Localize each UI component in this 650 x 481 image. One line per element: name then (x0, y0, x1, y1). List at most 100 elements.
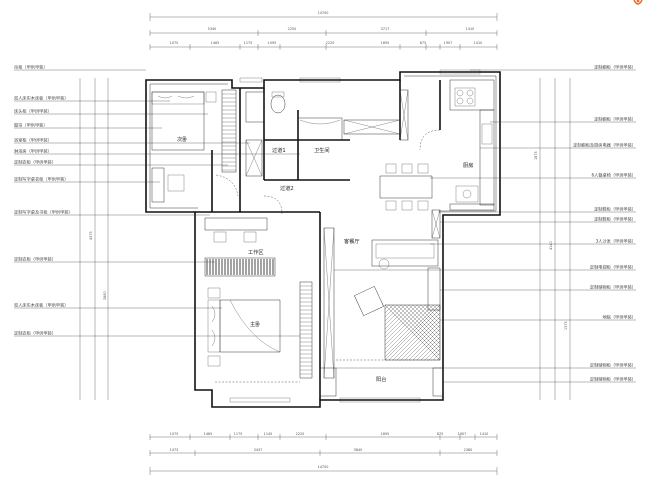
bathroom-vanity (245, 91, 265, 123)
dining-shoe-cabinet (431, 209, 441, 239)
annotation-left-label: 窗帘（甲供甲装） (14, 122, 48, 129)
dim-top-row3-2: 1465 (211, 41, 220, 45)
annotation-right-label: 6人餐桌椅（甲供甲装） (591, 172, 636, 179)
bathroom-cabinet (245, 139, 263, 177)
dim-top-row3-6: 1695 (381, 41, 390, 45)
second-bedroom: 次卧 (151, 89, 239, 203)
annotation-right-label: 定制储物柜（甲供甲装） (590, 284, 636, 291)
room-label-corridor: 过道2 (280, 184, 294, 192)
second-bedroom-nightstand (205, 91, 217, 103)
corridor-cabinet-vertical (399, 89, 409, 141)
annotation-right-label: 定制储物柜（甲供甲装） (590, 362, 636, 369)
annotation-right-label: 定制橱柜及厨房电器（甲供甲装） (573, 142, 636, 149)
dim-bottom-row1-6: 1695 (381, 432, 390, 436)
annotation-left-label: 定制衣柜（甲供甲装） (14, 159, 56, 166)
room-label-master-bedroom: 主卧 (250, 320, 260, 328)
dim-bottom-row1-4: 1145 (264, 432, 273, 436)
room-label-kitchen: 厨房 (463, 161, 473, 169)
dim-bottom-total: 14700 (318, 465, 329, 469)
annotation-left-label: 定制写字桌衣柜（甲供甲装） (14, 176, 68, 183)
annotation-left-label: 双人床实木床板（甲供甲装） (14, 302, 68, 309)
dim-bottom-row2-2: 3437 (254, 448, 263, 452)
bathroom-shower (297, 117, 343, 141)
second-bedroom-desk (151, 167, 165, 203)
dim-top-row2-3: 3717 (381, 27, 390, 31)
dim-top-row3-8: 1907 (444, 41, 453, 45)
dim-top-row3-9: 1410 (474, 41, 483, 45)
bathroom: 卫生间 过道1 (245, 91, 343, 177)
bathroom-toilet (270, 94, 286, 114)
balcony-storage-right (432, 367, 444, 397)
dim-top-row2-1: 5340 (208, 27, 217, 31)
living-tv-cabinet (323, 227, 335, 379)
living-room: 客餐厅 (323, 227, 441, 379)
dim-bottom-row1-7: 875 (437, 432, 443, 436)
living-sofa (371, 239, 439, 267)
annotation-right-label: 地毯（甲供甲装） (602, 314, 636, 321)
master-nightstand-top (207, 287, 221, 299)
dining-table (379, 175, 433, 199)
annotation-left-label: 吊柜（甲供甲装） (14, 64, 48, 71)
brand-logo-icon (633, 0, 643, 5)
dim-bottom-row1-2: 1465 (204, 432, 213, 436)
annotation-right-label: 定制橱柜（甲供甲装） (594, 116, 636, 123)
dim-right-vertical-2: 4140 (549, 241, 553, 250)
study-desk (204, 217, 268, 231)
dim-top-row3-5: 2220 (326, 41, 335, 45)
dim-left-vertical-2: 2880 (103, 291, 107, 300)
annotation-right-label: 定制电视柜（甲供甲装） (590, 264, 636, 271)
master-nightstand-bottom (207, 355, 221, 367)
dim-bottom-row1-9: 1410 (480, 432, 489, 436)
right-annotations: 定制橱柜（甲供甲装） 定制橱柜（甲供甲装） 定制橱柜及厨房电器（甲供甲装） 6人餐桌椅… (334, 64, 636, 383)
living-armchair (354, 286, 384, 316)
dim-top-row3-3: 1175 (244, 41, 253, 45)
exterior-walls (145, 69, 501, 408)
study-bookshelf (204, 257, 276, 277)
kitchen-counter-top (449, 79, 495, 111)
left-annotations: 吊柜（甲供甲装）双人床实木床板（甲供甲装）床头柜（甲供甲装）窗帘（甲供甲装）浴室… (14, 64, 300, 337)
annotation-left-label: 定制写字桌及书柜（甲供甲装） (14, 209, 73, 216)
room-label-hallway: 过道1 (272, 146, 286, 154)
dim-bottom-row1-3: 1175 (234, 432, 243, 436)
study-area: 工作区 (204, 217, 276, 277)
kitchen: 厨房 (419, 79, 495, 211)
living-storage-cabinet (427, 267, 441, 311)
annotation-right-label: 3人沙发（甲供甲装） (596, 238, 636, 245)
annotation-right-label: 定制鞋柜（甲供甲装） (594, 216, 636, 223)
room-label-balcony: 阳台 (376, 375, 386, 383)
dim-bottom-row2-4: 2380 (464, 448, 473, 452)
bottom-dimension-chains: 1075 1465 1175 1145 2220 1695 875 1907 1… (149, 432, 498, 475)
dim-right-vertical-3: 1375 (564, 321, 568, 330)
annotation-right-label: 定制橱柜（甲供甲装） (594, 64, 636, 71)
room-label-dining-living: 客餐厅 (344, 237, 360, 245)
vertical-dimension-lines: 4375 2880 1875 4140 1375 (79, 78, 571, 400)
master-bedroom: 主卧 (207, 281, 313, 383)
dim-top-row3-1: 1075 (170, 41, 179, 45)
second-bedroom-wardrobe (221, 89, 237, 173)
annotation-left-label: 淋浴房（甲供甲装） (14, 148, 52, 155)
top-dimension-chains: 14700 5340 2250 3717 1410 1075 1465 1175… (149, 11, 498, 456)
dim-top-row2-2: 2250 (288, 27, 297, 31)
dim-top-row3-7: 875 (420, 41, 426, 45)
balcony-storage-left (319, 367, 337, 397)
room-label-second-bedroom: 次卧 (177, 135, 187, 143)
living-rug (384, 304, 441, 361)
dim-bottom-row2-3: 3840 (354, 448, 363, 452)
kitchen-counter-right (479, 109, 495, 206)
dim-top-total: 14700 (318, 11, 329, 15)
dim-top-row2-4: 1410 (466, 27, 475, 31)
dim-top-row3-4: 1095 (268, 41, 277, 45)
kitchen-sink (455, 185, 479, 203)
room-label-bathroom: 卫生间 (314, 146, 330, 154)
annotation-left-label: 定制衣柜（甲供甲装） (14, 256, 56, 263)
kitchen-stove (454, 87, 476, 107)
dim-bottom-row1-1: 1075 (170, 432, 179, 436)
balcony: 阳台 (319, 367, 444, 397)
dim-bottom-row1-5: 2220 (296, 432, 305, 436)
annotation-left-label: 定制衣柜（甲供甲装） (14, 330, 56, 337)
annotation-left-label: 浴室柜（甲供甲装） (14, 137, 52, 144)
corridor: 过道2 (263, 89, 409, 215)
annotation-right-label: 定制储物柜（甲供甲装） (590, 376, 636, 383)
dim-left-vertical-1: 4375 (89, 231, 93, 240)
